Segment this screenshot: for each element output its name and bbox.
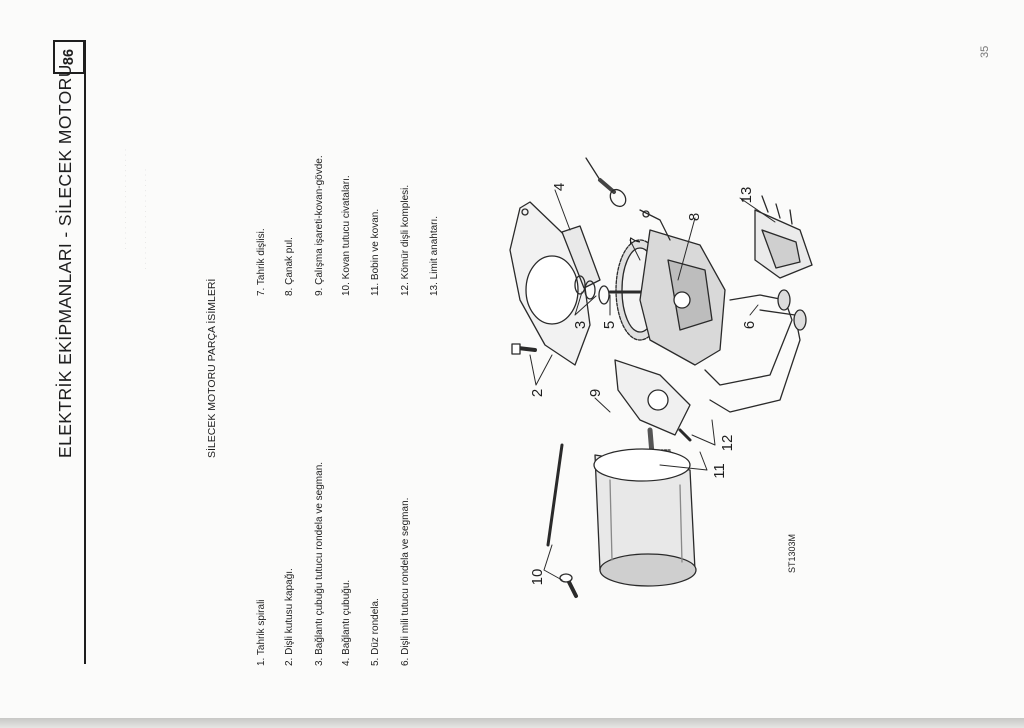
gearbox-housing-part bbox=[639, 209, 726, 366]
part-item: 5. Düz rondela. bbox=[370, 598, 381, 666]
part-item: 6. Dişli mili tutucu rondela ve segman. bbox=[400, 497, 411, 666]
callout-2: 2 bbox=[529, 388, 546, 398]
wiring-harness-part bbox=[704, 289, 807, 413]
callout-5: 5 bbox=[601, 320, 618, 330]
bleed-through-text: · · · · · · · · · · · · · · · · · · · · bbox=[120, 148, 130, 250]
part-item: 11. Bobin ve kovan. bbox=[370, 208, 381, 296]
washer-set-part bbox=[574, 275, 610, 305]
part-item: 7. Tahrik dişlisi. bbox=[256, 228, 267, 296]
part-item: 4. Bağlantı çubuğu. bbox=[341, 579, 352, 666]
bleed-through-text: · · · · · · · · · · · · · · · · · · · · bbox=[140, 168, 150, 270]
callout-6: 6 bbox=[741, 320, 758, 330]
through-bolt-part bbox=[546, 443, 578, 598]
callout-leader-lines bbox=[529, 189, 776, 581]
part-item: 13. Limit anahtarı. bbox=[429, 215, 440, 296]
brush-plate-part bbox=[614, 359, 692, 442]
parts-list-heading: SİLECEK MOTORU PARÇA İSİMLERİ bbox=[206, 278, 218, 458]
callout-13: 13 bbox=[738, 186, 755, 204]
yoke-housing-part bbox=[593, 448, 697, 587]
part-item: 8. Çanak pul. bbox=[284, 237, 295, 296]
section-title: ELEKTRİK EKİPMANLARI - SİLECEK MOTORU bbox=[55, 64, 75, 458]
callout-3: 3 bbox=[572, 320, 589, 330]
limit-switch-part bbox=[754, 195, 813, 279]
callout-8: 8 bbox=[686, 212, 703, 222]
section-number-box: 86 bbox=[53, 40, 85, 74]
callout-9: 9 bbox=[587, 388, 604, 398]
callout-12: 12 bbox=[719, 434, 736, 452]
part-item: 12. Kömür dişli komplesi. bbox=[400, 184, 411, 296]
page-number: 35 bbox=[979, 45, 991, 58]
callout-7: 7 bbox=[627, 236, 644, 246]
figure-code: ST1303M bbox=[787, 533, 797, 573]
connecting-rod-part bbox=[561, 225, 601, 289]
section-rule bbox=[84, 40, 86, 664]
part-item: 3. Bağlantı çubuğu tutucu rondela ve seg… bbox=[314, 461, 325, 666]
callout-10: 10 bbox=[529, 568, 546, 586]
part-item: 9. Çalışma işareti-kovan-gövde. bbox=[314, 155, 325, 296]
cover-screw-part bbox=[511, 343, 537, 355]
callout-11: 11 bbox=[711, 463, 728, 479]
section-number: 86 bbox=[60, 48, 77, 66]
terminal-connector-part bbox=[585, 157, 627, 208]
scan-edge bbox=[0, 718, 1024, 728]
wiper-motor-exploded-diagram bbox=[509, 157, 813, 598]
part-item: 1. Tahrik spirali bbox=[256, 599, 267, 666]
part-item: 2. Dişli kutusu kapağı. bbox=[284, 568, 295, 666]
callout-4: 4 bbox=[551, 182, 568, 192]
part-item: 10. Kovan tutucu civataları. bbox=[341, 175, 352, 296]
